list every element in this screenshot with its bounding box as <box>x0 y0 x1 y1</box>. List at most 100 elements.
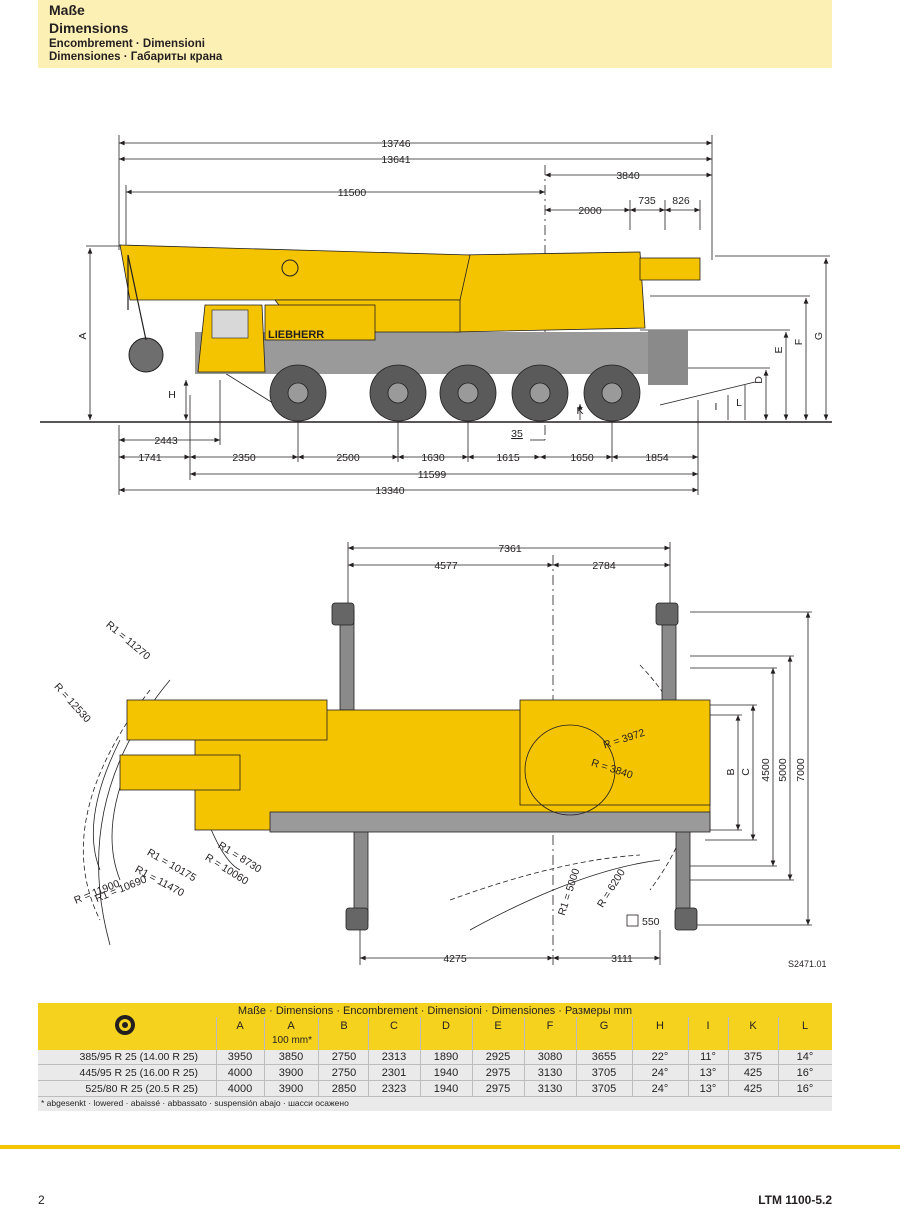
row1-c: 2313 <box>381 1051 407 1063</box>
subtitle-fr-it: Encombrement · Dimensioni <box>49 38 205 50</box>
subtitle-es-ru: Dimensiones · Габариты крана <box>49 51 223 63</box>
dim-axle-1650: 1650 <box>570 452 594 464</box>
col-e: E <box>494 1020 502 1032</box>
label-k: K <box>576 405 583 417</box>
dim-axle-1615: 1615 <box>496 452 520 464</box>
row1-h: 22° <box>651 1051 669 1063</box>
row2-c: 2301 <box>381 1067 407 1079</box>
outriggers <box>331 602 698 931</box>
row-tyre-3: 525/80 R 25 (20.5 R 25) <box>85 1083 198 1095</box>
row3-c: 2323 <box>381 1083 407 1095</box>
crane-side-silhouette <box>119 244 701 385</box>
drawing-code: S2471.01 <box>788 959 827 969</box>
title-de: Maße <box>49 2 85 18</box>
row1-a: 3950 <box>227 1051 253 1063</box>
dim-axle-1854: 1854 <box>645 452 669 464</box>
label-g: G <box>813 332 825 340</box>
wheels <box>269 364 641 422</box>
row3-l: 16° <box>796 1083 814 1095</box>
row3-a: 4000 <box>227 1083 253 1095</box>
row2-a: 4000 <box>227 1067 253 1079</box>
tyre-icon <box>115 1015 135 1035</box>
dim-7361: 7361 <box>498 543 522 555</box>
radius-5000: R1 = 5000 <box>556 867 583 917</box>
radius-11270: R1 = 11270 <box>103 619 152 663</box>
row2-l: 16° <box>796 1067 814 1079</box>
dim-11500: 11500 <box>338 187 367 199</box>
label-h: H <box>168 389 176 401</box>
col-h: H <box>656 1020 664 1032</box>
row2-d: 1940 <box>433 1067 459 1079</box>
row2-e: 2975 <box>485 1067 511 1079</box>
row1-a2: 3850 <box>278 1051 304 1063</box>
row1-f: 3080 <box>537 1051 563 1063</box>
dim-2443: 2443 <box>154 435 178 447</box>
table-footnote: * abgesenkt · lowered · abaissé · abbass… <box>41 1098 349 1108</box>
row1-e: 2925 <box>485 1051 511 1063</box>
row-tyre-2: 445/95 R 25 (16.00 R 25) <box>79 1067 199 1079</box>
row2-i: 13° <box>699 1067 717 1079</box>
col-c: C <box>390 1020 398 1032</box>
row3-h: 24° <box>651 1083 669 1095</box>
dim-4577: 4577 <box>434 560 458 572</box>
side-view-drawing: LIEBHERR 13746 13641 11500 3840 2000 735… <box>40 135 832 497</box>
col-b: B <box>340 1020 348 1032</box>
col-l: L <box>801 1020 809 1032</box>
label-i: I <box>715 401 718 413</box>
model-name: LTM 1100-5.2 <box>758 1193 832 1207</box>
pad-550: 550 <box>642 916 660 928</box>
dim-735: 735 <box>638 195 656 207</box>
label-b: B <box>725 768 737 775</box>
dim-3111: 3111 <box>611 953 633 965</box>
row1-i: 11° <box>700 1051 716 1063</box>
row3-b: 2850 <box>331 1083 357 1095</box>
label-d: D <box>753 376 765 384</box>
dim-axle-1741: 1741 <box>138 452 162 464</box>
row1-b: 2750 <box>331 1051 357 1063</box>
dim-2784: 2784 <box>592 560 616 572</box>
title-en: Dimensions <box>49 20 129 36</box>
footer-divider <box>0 1145 900 1149</box>
row2-h: 24° <box>651 1067 669 1079</box>
row1-l: 14° <box>796 1051 814 1063</box>
row1-g: 3655 <box>591 1051 617 1063</box>
page-number: 2 <box>38 1193 45 1207</box>
table-header: Maße · Dimensions · Encombrement · Dimen… <box>38 1003 832 1050</box>
row3-d: 1940 <box>433 1083 459 1095</box>
row3-a2: 3900 <box>278 1083 304 1095</box>
label-f: F <box>793 339 805 345</box>
crane-top-silhouette <box>119 699 711 833</box>
col-a: A <box>236 1020 244 1032</box>
dim-4275: 4275 <box>443 953 467 965</box>
col-k: K <box>749 1020 757 1032</box>
row1-k: 375 <box>743 1051 763 1063</box>
row-tyre-1: 385/95 R 25 (14.00 R 25) <box>79 1051 199 1063</box>
row2-b: 2750 <box>331 1067 357 1079</box>
col-g: G <box>599 1020 609 1032</box>
row2-k: 425 <box>743 1067 763 1079</box>
dim-13746: 13746 <box>381 138 410 150</box>
row2-f: 3130 <box>537 1067 563 1079</box>
dim-826: 826 <box>672 195 690 207</box>
top-view-drawing: 7361 4577 2784 4275 3111 R = 12530 R1 = … <box>51 542 812 965</box>
brand-label: LIEBHERR <box>268 329 324 341</box>
radius-12530: R = 12530 <box>51 681 93 725</box>
row2-a2: 3900 <box>278 1067 304 1079</box>
width-4500: 4500 <box>760 758 772 782</box>
row2-g: 3705 <box>591 1067 617 1079</box>
col-a-note: 100 mm* <box>271 1035 312 1046</box>
label-l: L <box>736 397 742 409</box>
dim-3840: 3840 <box>616 170 640 182</box>
dim-axle-1630: 1630 <box>421 452 445 464</box>
row3-e: 2975 <box>485 1083 511 1095</box>
dim-2000: 2000 <box>578 205 602 217</box>
dim-axle-2500: 2500 <box>336 452 360 464</box>
row3-i: 13° <box>699 1083 717 1095</box>
col-a-lowered: A <box>287 1020 295 1032</box>
label-c: C <box>740 768 752 776</box>
dim-35: 35 <box>511 428 523 440</box>
row3-f: 3130 <box>537 1083 563 1095</box>
label-e: E <box>773 346 785 353</box>
label-a: A <box>77 332 89 339</box>
row1-d: 1890 <box>433 1051 459 1063</box>
